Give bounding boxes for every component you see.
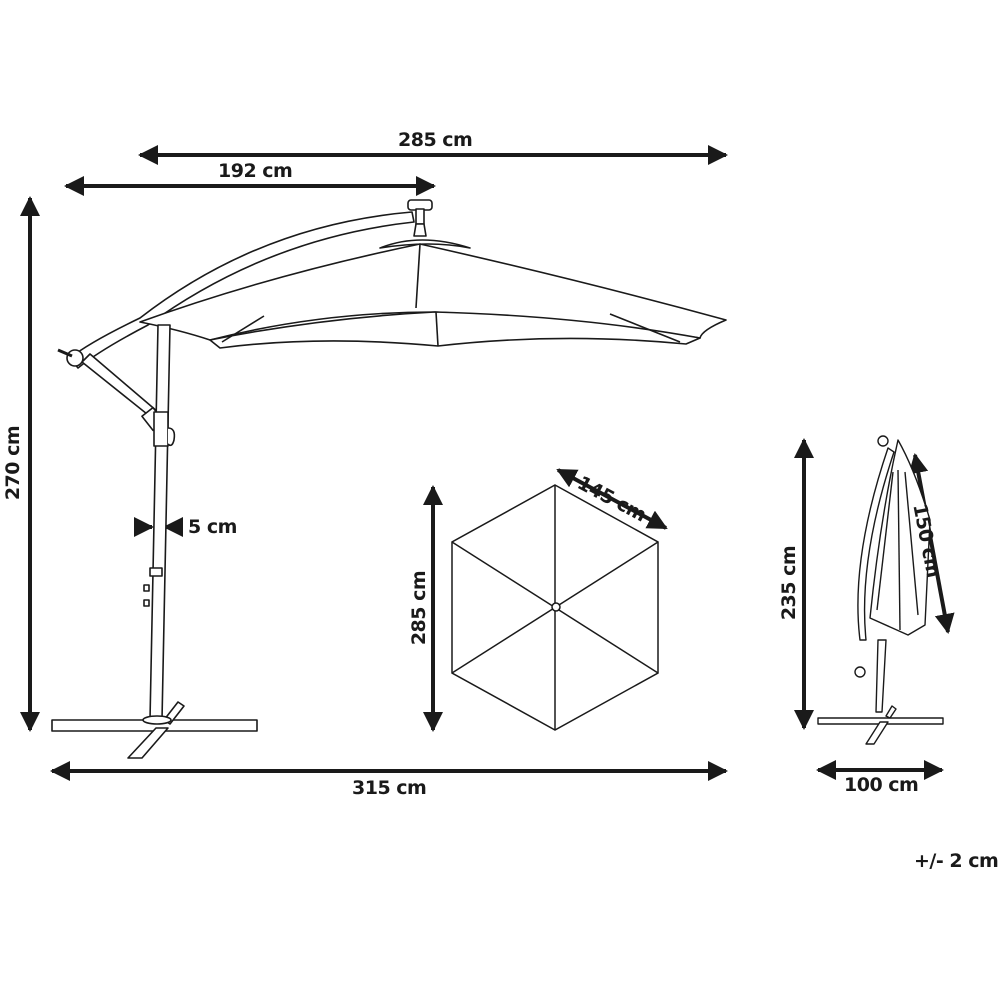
- open-umbrella-drawing: [51, 199, 727, 759]
- label-arm-reach: 192 cm: [218, 160, 293, 182]
- closed-umbrella-drawing: [817, 435, 944, 745]
- label-base-span: 315 cm: [352, 777, 427, 799]
- label-pole-diameter: 5 cm: [188, 516, 237, 538]
- dimension-arrows: [20, 145, 955, 781]
- label-hex-diagonal: 285 cm: [408, 570, 431, 646]
- arrow-folded-length: [908, 453, 955, 634]
- label-closed-base: 100 cm: [844, 774, 919, 796]
- label-tolerance: +/- 2 cm: [914, 850, 999, 872]
- pole: [149, 324, 171, 721]
- label-closed-height: 235 cm: [778, 545, 801, 621]
- arm-brace: [81, 353, 159, 419]
- label-total-height: 270 cm: [2, 425, 25, 501]
- cantilever-arm: [69, 211, 415, 369]
- arrow-hex-side: [556, 468, 668, 530]
- hexagon-canopy-top-view: [451, 484, 659, 731]
- closed-arm: [857, 447, 895, 641]
- label-canopy-span: 285 cm: [398, 129, 473, 151]
- crank-handle: [66, 349, 84, 367]
